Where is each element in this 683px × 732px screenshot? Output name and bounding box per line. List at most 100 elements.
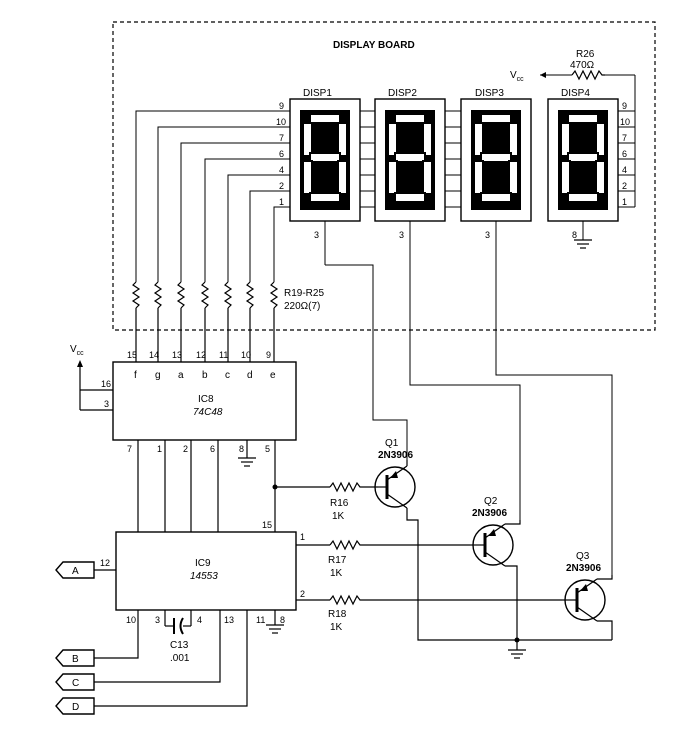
- r18-name: R18: [328, 609, 347, 620]
- disp3-common-pin: 3: [485, 230, 490, 240]
- disp4-seven-segment: [547, 98, 619, 222]
- r16-resistor: [329, 481, 378, 493]
- r26-value: 470Ω: [570, 60, 595, 71]
- svg-text:1: 1: [157, 444, 162, 454]
- q3-part: 2N3906: [566, 563, 601, 574]
- svg-text:4: 4: [279, 165, 284, 175]
- svg-text:5: 5: [265, 444, 270, 454]
- disp2-common-pin: 3: [399, 230, 404, 240]
- r17-resistor: [329, 539, 470, 551]
- r16-value: 1K: [332, 511, 345, 522]
- r17-value: 1K: [330, 568, 343, 579]
- disp4-label: DISP4: [561, 88, 590, 99]
- ic9-pin-12: 12: [100, 558, 110, 568]
- ic8-top-pin-numbers: 15 14 13 12 11 10 9: [127, 350, 271, 360]
- svg-text:a: a: [178, 370, 184, 381]
- svg-text:1: 1: [622, 197, 627, 207]
- display-common-leads: [324, 221, 584, 265]
- connector-b: B: [55, 649, 95, 667]
- r17-name: R17: [328, 555, 347, 566]
- ic8-bottom-pin-numbers: 7 1 2 6 8 5: [127, 444, 270, 454]
- common-to-transistor-wires: [325, 264, 613, 575]
- ic8-vcc-label: Vcc: [70, 344, 84, 357]
- q3-name: Q3: [576, 551, 590, 562]
- ic9-pin-13: 13: [224, 615, 234, 625]
- svg-text:15: 15: [127, 350, 137, 360]
- disp1-label: DISP1: [303, 88, 332, 99]
- ic8-vcc-wiring: [79, 365, 113, 411]
- svg-text:b: b: [202, 370, 208, 381]
- q1-transistor: [374, 460, 416, 510]
- svg-text:6: 6: [279, 149, 284, 159]
- disp3-label: DISP3: [475, 88, 504, 99]
- ic9-bottom-wiring: [94, 610, 276, 707]
- vcc-label-display: Vcc: [510, 70, 524, 83]
- ic8-vcc-arrow-icon: [77, 360, 83, 367]
- disp2-seven-segment: [374, 98, 446, 222]
- svg-text:A: A: [72, 566, 79, 577]
- r18-resistor: [329, 594, 562, 606]
- r18-value: 1K: [330, 622, 343, 633]
- ic8-ground-icon: [238, 457, 256, 467]
- svg-text:9: 9: [622, 101, 627, 111]
- resistor-ladder-r19-r25: [131, 281, 279, 362]
- q1-name: Q1: [385, 438, 399, 449]
- vcc-arrow-icon: [540, 72, 546, 78]
- segment-bus-lines: [360, 110, 461, 208]
- q2-transistor: [470, 523, 514, 567]
- svg-text:14: 14: [149, 350, 159, 360]
- connector-c: C: [55, 673, 95, 691]
- transistor-ground-icon: [508, 649, 526, 659]
- connector-a: A: [55, 561, 95, 579]
- ic8-segment-labels: f g a b c d e: [134, 370, 276, 381]
- q3-transistor: [562, 578, 606, 622]
- ic9-pin-8: 8: [280, 615, 285, 625]
- r19-r25-name: R19-R25: [284, 288, 324, 299]
- q1-part: 2N3906: [378, 450, 413, 461]
- disp1-common-pin: 3: [314, 230, 319, 240]
- ic9-part: 14553: [190, 571, 218, 582]
- connector-d: D: [55, 697, 95, 715]
- svg-text:c: c: [225, 370, 230, 381]
- disp4-ground-icon: [574, 239, 592, 249]
- svg-text:4: 4: [622, 165, 627, 175]
- ic8-name: IC8: [198, 394, 214, 405]
- disp4-pullup-wiring: [540, 74, 636, 208]
- q2-name: Q2: [484, 496, 498, 507]
- ic8-pin-3: 3: [104, 399, 109, 409]
- ground-junction-dot: [514, 637, 520, 643]
- ic9-chip: [115, 531, 297, 611]
- ic9-pin-3: 3: [155, 615, 160, 625]
- junction-dot: [272, 484, 278, 490]
- svg-text:g: g: [155, 370, 161, 381]
- r19-r25-value: 220Ω(7): [284, 301, 320, 312]
- ic8-chip: [112, 361, 297, 441]
- svg-text:B: B: [72, 654, 79, 665]
- svg-text:13: 13: [172, 350, 182, 360]
- svg-text:d: d: [247, 370, 253, 381]
- c13-name: C13: [170, 640, 189, 651]
- svg-text:e: e: [270, 370, 276, 381]
- svg-text:7: 7: [127, 444, 132, 454]
- svg-text:D: D: [72, 702, 79, 713]
- svg-text:C: C: [72, 678, 79, 689]
- svg-text:9: 9: [279, 101, 284, 111]
- svg-text:10: 10: [276, 117, 286, 127]
- ic9-ground-icon: [266, 624, 284, 634]
- svg-text:1: 1: [279, 197, 284, 207]
- ic8-pin-16: 16: [101, 379, 111, 389]
- disp4-segment-pins: 9 10 7 6 4 2 1: [620, 101, 630, 207]
- svg-text:10: 10: [620, 117, 630, 127]
- r26-resistor: [571, 69, 605, 81]
- svg-text:7: 7: [622, 133, 627, 143]
- ic9-pin-1: 1: [300, 532, 305, 542]
- svg-text:11: 11: [219, 350, 228, 360]
- transistor-routing: [406, 510, 613, 650]
- svg-text:2: 2: [183, 444, 188, 454]
- r16-name: R16: [330, 498, 349, 509]
- disp3-seven-segment: [460, 98, 532, 222]
- ic9-pin-2: 2: [300, 589, 305, 599]
- ic8-part: 74C48: [193, 407, 223, 418]
- ic9-pin-4: 4: [197, 615, 202, 625]
